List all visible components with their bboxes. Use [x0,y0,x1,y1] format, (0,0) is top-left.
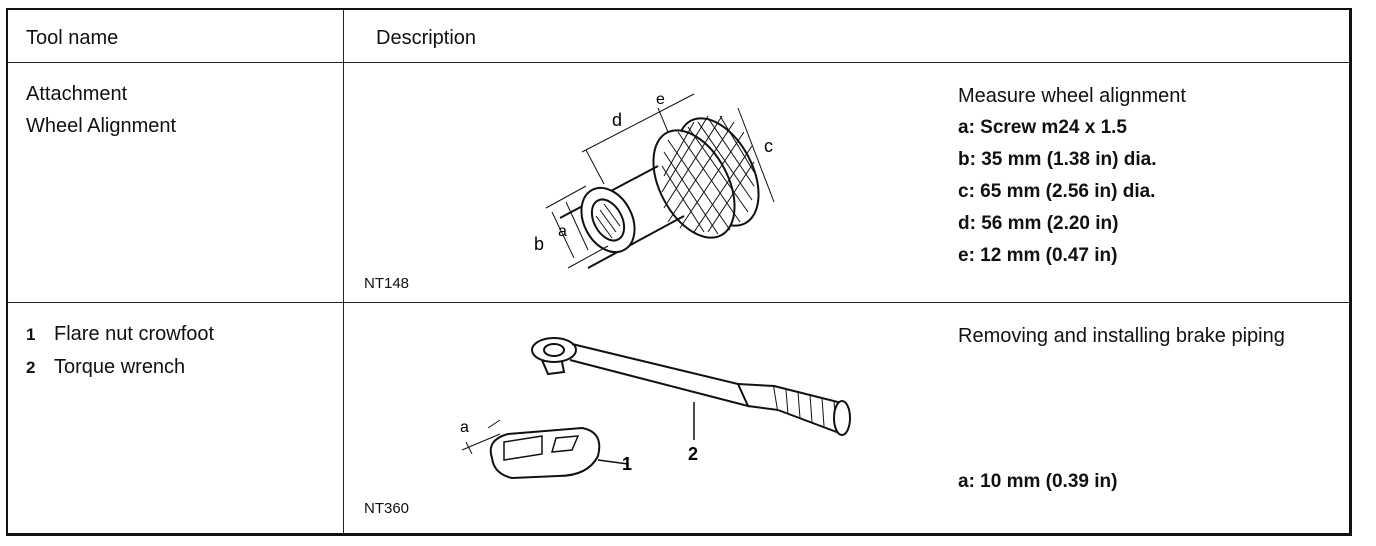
item-label: Flare nut crowfoot [54,323,215,345]
wheel-alignment-attachment-illustration: b a c d e [534,91,775,269]
header-tool-name: Tool name [26,27,119,49]
callout-c: c [764,136,773,156]
item-number: 1 [26,325,36,344]
figure-code: NT360 [364,500,410,517]
tool-list-item: 2 Torque wrench [26,351,214,384]
crowfoot-and-torque-wrench-illustration: a 1 2 [460,337,851,480]
row1-description: Measure wheel alignment a: Screw m24 x 1… [958,80,1186,272]
tool-list-item: 1 Flare nut crowfoot [26,318,214,351]
tool-name-line: Attachment [26,83,128,105]
callout-1: 1 [622,454,632,474]
column-divider [343,10,344,533]
row2-description-title: Removing and installing brake piping [958,325,1285,347]
callout-b: b [534,234,544,254]
figure-code: NT148 [364,275,410,292]
row-divider [8,302,1349,303]
callout-e: e [656,91,665,108]
header-description: Description [376,27,477,49]
row2-tool-name: 1 Flare nut crowfoot 2 Torque wrench [26,318,214,384]
header-divider [8,62,1349,63]
callout-2: 2 [688,444,698,464]
callout-a: a [460,419,469,436]
row1-tool-name: Attachment Wheel Alignment [26,78,176,142]
row2-spec-line: a: 10 mm (0.39 in) [958,471,1118,492]
tool-name-line: Wheel Alignment [26,115,177,137]
service-tools-table: Tool name Description Attachment Wheel A… [6,8,1352,536]
callout-a: a [558,223,567,240]
callout-d: d [612,110,622,130]
item-number: 2 [26,358,36,377]
spec-line: e: 12 mm (0.47 in) [958,245,1118,266]
description-title: Measure wheel alignment [958,85,1186,107]
spec-line: d: 56 mm (2.20 in) [958,213,1119,234]
spec-line: a: Screw m24 x 1.5 [958,117,1127,138]
item-label: Torque wrench [54,356,186,378]
spec-line: b: 35 mm (1.38 in) dia. [958,149,1157,170]
spec-line: c: 65 mm (2.56 in) dia. [958,181,1156,202]
